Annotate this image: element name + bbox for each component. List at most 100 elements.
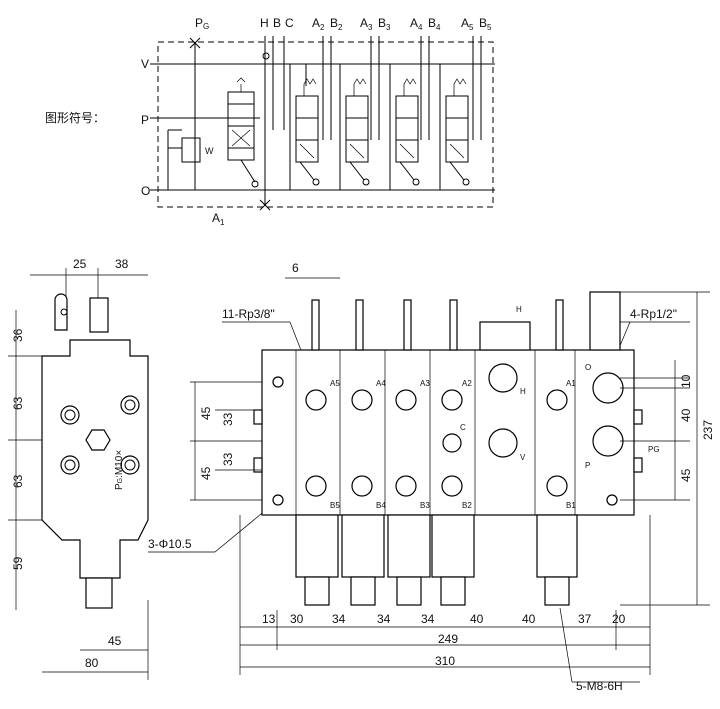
callout-threads: 5-M8-6H: [576, 679, 623, 693]
front-bottom-dims: 13 30 34 34 34 40 40 37 20 249 310: [239, 515, 651, 675]
svg-text:40: 40: [679, 408, 693, 422]
port-a5: [305, 389, 327, 411]
port-h: [488, 363, 518, 393]
svg-text:A4: A4: [376, 379, 386, 388]
svg-text:B1: B1: [566, 501, 576, 510]
total-249: 249: [438, 632, 458, 646]
side-dim-63b: 63: [11, 474, 25, 488]
total-310: 310: [435, 654, 455, 668]
mount-hole-1: [272, 376, 284, 388]
side-view: 25 38 36 63 63 59 PG:M10× 45 80: [8, 257, 149, 680]
work-valve-symbols: [289, 36, 482, 190]
inlet-valve-symbol: [227, 77, 259, 188]
port-label-b: B: [273, 16, 281, 30]
svg-text:A3: A3: [420, 379, 430, 388]
port-o: [592, 372, 624, 404]
callout-holes: 3-Φ10.5: [148, 537, 192, 551]
schematic-label: 图形符号：: [45, 110, 105, 125]
svg-text:10: 10: [679, 374, 693, 388]
svg-text:O: O: [585, 363, 591, 372]
mount-hole-3: [606, 494, 618, 506]
svg-text:37: 37: [578, 612, 592, 626]
port-b3: [395, 475, 417, 497]
callout-main-ports: 4-Rp1/2": [630, 307, 677, 321]
side-dim-63a: 63: [11, 396, 25, 410]
svg-text:A5: A5: [330, 379, 340, 388]
svg-text:30: 30: [290, 612, 304, 626]
svg-text:C: C: [460, 423, 466, 432]
port-label-a2: A2: [312, 16, 325, 32]
port-label-pg: PG: [195, 16, 209, 31]
port-b4: [351, 475, 373, 497]
hydraulic-schematic: 图形符号： PG H B C A2 B2 A3 B3 A4 B4 A5 B5 V…: [45, 16, 495, 227]
svg-text:B2: B2: [462, 501, 472, 510]
side-dim-25: 25: [73, 257, 87, 271]
port-label-a5: A5: [461, 16, 474, 32]
port-label-b5: B5: [479, 16, 492, 32]
port-label-b2: B2: [330, 16, 343, 32]
port-p: [592, 425, 624, 457]
port-marks: A5 A4 A3 A2 A1 B5 B4 B3 B2 B1 H C V O P …: [330, 305, 660, 510]
svg-text:34: 34: [377, 612, 391, 626]
port-a4: [351, 389, 373, 411]
front-ports: [253, 363, 643, 506]
front-right-dims: 10 40 45 237: [620, 291, 715, 606]
svg-text:40: 40: [470, 612, 484, 626]
callout-ports: 11-Rp3/8": [222, 307, 275, 321]
port-a3: [395, 389, 417, 411]
port-label-p: P: [141, 113, 149, 127]
port-label-h: H: [260, 16, 269, 30]
svg-text:20: 20: [612, 612, 626, 626]
port-b5: [305, 475, 327, 497]
svg-text:13: 13: [262, 612, 276, 626]
schematic-top-port-labels: PG H B C A2 B2 A3 B3 A4 B4 A5 B5: [195, 16, 492, 32]
svg-text:237: 237: [701, 420, 715, 440]
svg-text:34: 34: [421, 612, 435, 626]
port-label-v: V: [141, 57, 149, 71]
front-left-dims: 45 33 33 45: [190, 381, 262, 501]
port-label-a3: A3: [360, 16, 373, 32]
svg-text:45: 45: [199, 466, 213, 480]
port-label-a1: A1: [212, 211, 225, 227]
port-label-o: O: [141, 184, 150, 198]
side-dim-38: 38: [115, 257, 129, 271]
svg-text:B3: B3: [420, 501, 430, 510]
top-stubs: [311, 291, 621, 351]
port-label-b4: B4: [428, 16, 441, 32]
side-dim-36: 36: [11, 328, 25, 342]
relief-valve-symbol: W: [167, 129, 214, 190]
svg-text:33: 33: [221, 452, 235, 466]
port-b1: [546, 475, 568, 497]
side-dim-59: 59: [11, 556, 25, 570]
svg-text:33: 33: [221, 412, 235, 426]
svg-text:P: P: [585, 461, 590, 470]
svg-text:H: H: [516, 305, 522, 314]
port-a1: [546, 389, 568, 411]
svg-text:PG: PG: [648, 445, 660, 454]
svg-text:B5: B5: [330, 501, 340, 510]
front-view: 6 11-Rp3/8" 4-Rp1/2" 3-Φ10.5: [148, 261, 715, 693]
svg-text:45: 45: [679, 468, 693, 482]
svg-text:B4: B4: [376, 501, 386, 510]
svg-text:H: H: [520, 387, 526, 396]
front-dim-6: 6: [292, 261, 299, 275]
svg-text:40: 40: [522, 612, 536, 626]
side-dim-80: 80: [85, 656, 99, 670]
schematic-outline: [157, 41, 494, 208]
port-label-b3: B3: [378, 16, 391, 32]
bottom-spools: [295, 514, 578, 606]
svg-text:A1: A1: [566, 379, 576, 388]
port-b2: [441, 475, 463, 497]
port-label-c: C: [285, 16, 294, 30]
svg-text:45: 45: [199, 406, 213, 420]
port-label-a4: A4: [410, 16, 423, 32]
port-v: [488, 428, 518, 458]
svg-text:V: V: [520, 453, 526, 462]
port-c: [442, 433, 462, 453]
side-dim-45: 45: [108, 634, 122, 648]
relief-label: W: [205, 146, 214, 156]
side-ports: [60, 395, 140, 475]
port-a2: [441, 389, 463, 411]
svg-text:A2: A2: [462, 379, 472, 388]
